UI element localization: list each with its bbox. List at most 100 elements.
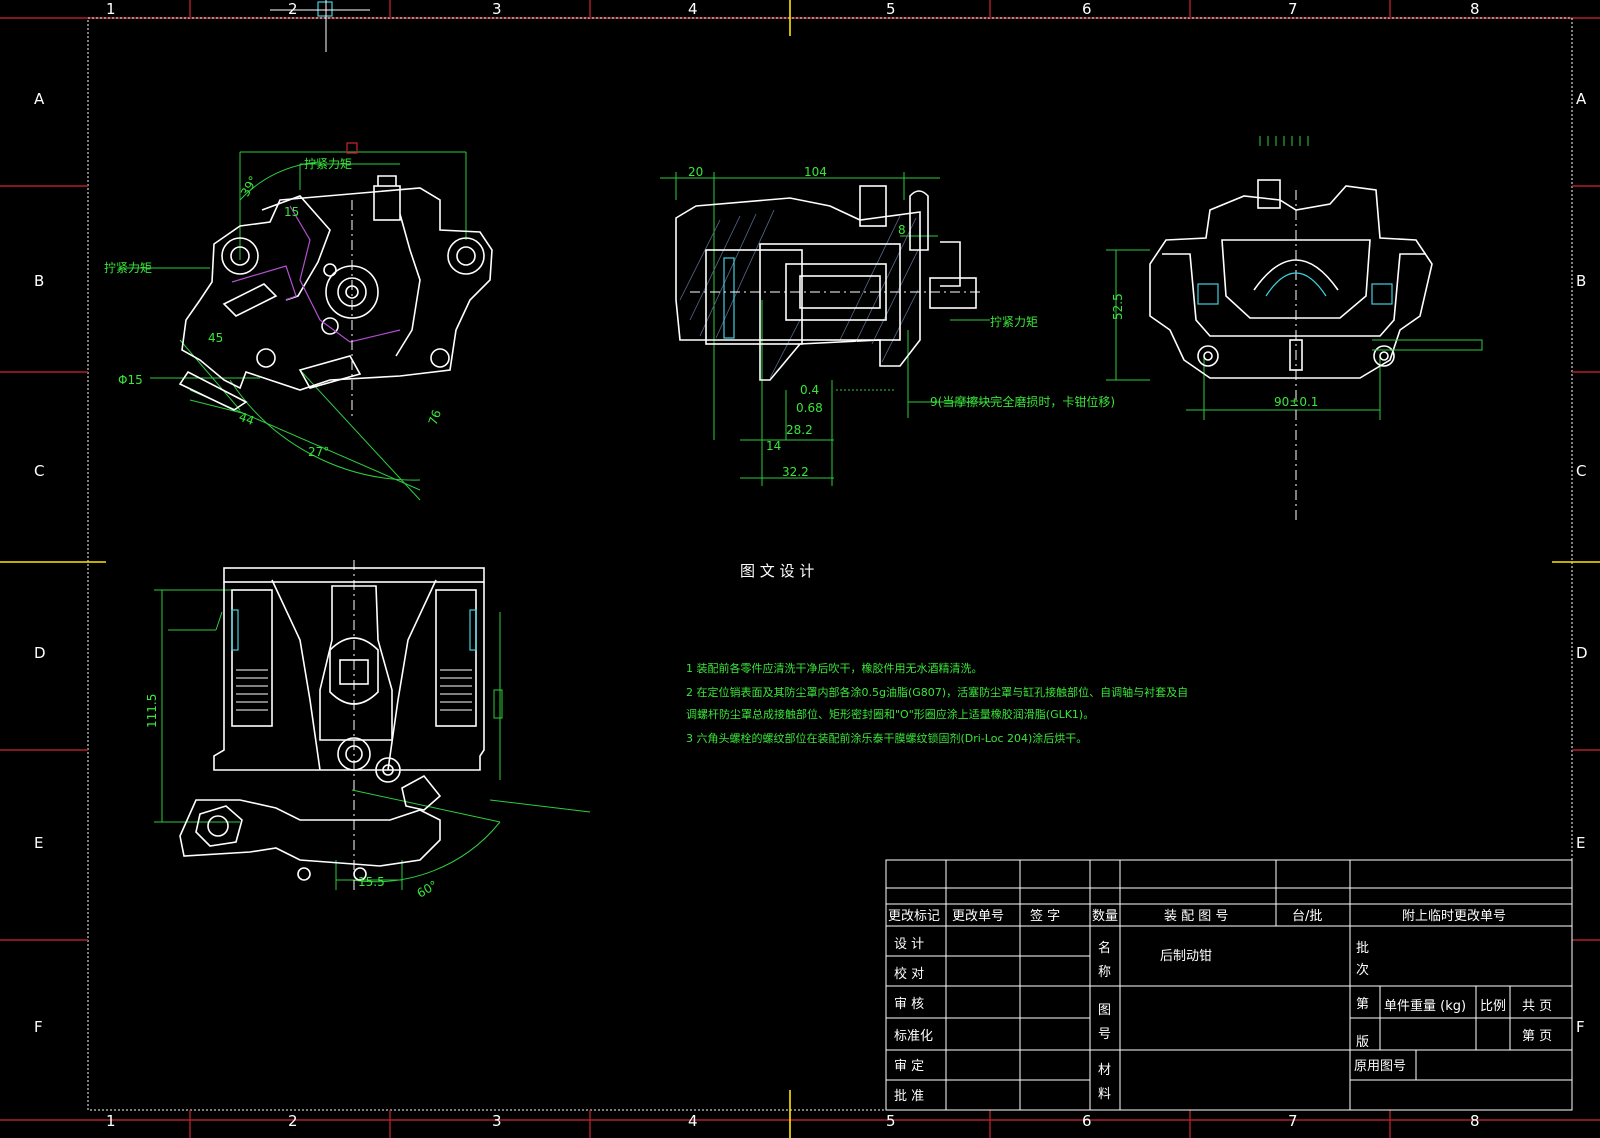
col-label-bottom-1: 1 [106,1112,116,1130]
note-1: 1 装配前各零件应清洗干净后吹干，橡胶件用无水酒精清洗。 [686,661,983,675]
row-label-right-a: A [1576,90,1587,108]
alignment-marker [270,0,370,52]
col-label-top-5: 5 [886,0,896,18]
row-label-left-e: E [34,834,43,852]
tb-part-name: 后制动钳 [1160,949,1212,964]
view-a-caliper-side [120,142,493,501]
dim-15-5: 15.5 [358,875,385,889]
view-c-labels: 52.5 90±0.1 [1111,293,1318,409]
col-label-bottom-5: 5 [886,1112,896,1130]
tb-edition-label: 第 [1356,997,1369,1012]
tb-total-pages: 共 页 [1522,999,1552,1014]
dim-0-68: 0.68 [796,401,823,415]
tb-standardization: 标准化 [894,1029,933,1044]
dim-44: 44 [237,410,256,428]
watermark-title: 图 文 设 计 [740,562,814,580]
tb-edition-label-2: 版 [1356,1035,1369,1050]
row-label-left-b: B [34,272,44,290]
grid-labels: 1 2 3 4 5 6 7 8 1 2 3 4 5 6 7 8 A B C D … [34,0,1588,1130]
tb-approve: 批 准 [894,1089,924,1104]
dim-15: 15 [284,205,299,219]
springs [236,669,472,711]
tb-material-label-2: 料 [1098,1087,1111,1102]
tb-page: 第 页 [1522,1029,1552,1044]
col-label-top-7: 7 [1288,0,1298,18]
tb-header-signature: 签 字 [1030,908,1060,924]
col-label-top-6: 6 [1082,0,1092,18]
tb-header-batch: 台/批 [1292,909,1322,924]
col-label-top-2: 2 [288,0,298,18]
tb-name-label: 名 [1098,940,1111,956]
row-label-left-d: D [34,644,46,662]
col-label-bottom-2: 2 [288,1112,298,1130]
tb-review: 审 核 [894,997,924,1012]
col-label-top-1: 1 [106,0,116,18]
view-d-bottom [154,560,591,890]
tb-header-change-no: 更改单号 [952,909,1004,924]
row-label-right-c: C [1576,462,1586,480]
row-label-left-f: F [34,1018,43,1036]
torque-label-a2: 拧紧力矩 [104,261,152,275]
row-label-left-a: A [34,90,45,108]
tb-batch-label-2: 次 [1356,962,1369,978]
tb-drawing-no-label: 图 [1098,1003,1111,1018]
note-3: 3 六角头螺栓的螺纹部位在装配前涂乐泰干膜螺纹锁固剂(Dri-Loc 204)涂… [686,731,1087,745]
tb-header-attached-changes: 附上临时更改单号 [1402,909,1506,924]
view-b-section [660,172,1000,486]
dim-104: 104 [804,165,827,179]
dim-phi15: Φ15 [118,373,143,387]
row-label-right-b: B [1576,272,1586,290]
col-label-top-4: 4 [688,0,698,18]
tb-name-label-2: 称 [1098,965,1111,980]
dim-0-4: 0.4 [800,383,819,397]
row-label-right-e: E [1576,834,1585,852]
tb-header-assembly-no: 装 配 图 号 [1164,909,1228,924]
col-label-bottom-6: 6 [1082,1112,1092,1130]
tb-batch-label: 批 [1356,941,1369,956]
caliper-displacement-note: 9(当摩擦块完全磨损时，卡钳位移) [930,394,1115,409]
dim-111-5: 111.5 [145,694,159,728]
dim-27deg: 27° [308,445,329,459]
tb-original-drawing-no: 原用图号 [1354,1059,1406,1074]
col-label-bottom-4: 4 [688,1112,698,1130]
tb-header-quantity: 数量 [1092,909,1118,924]
tb-unit-weight: 单件重量 (kg) [1384,998,1466,1014]
dim-28-2: 28.2 [786,423,813,437]
row-label-left-c: C [34,462,44,480]
dim-14: 14 [766,439,781,453]
view-c-front [1106,136,1483,520]
tb-check: 校 对 [894,966,924,982]
col-label-top-3: 3 [492,0,502,18]
title-block [885,859,1573,1111]
col-label-bottom-7: 7 [1288,1112,1298,1130]
dim-8: 8 [898,223,906,237]
row-label-right-d: D [1576,644,1588,662]
row-ticks [0,185,1600,941]
torque-label-b: 拧紧力矩 [990,315,1038,329]
dim-76: 76 [426,408,444,427]
col-label-bottom-3: 3 [492,1112,502,1130]
col-label-top-8: 8 [1470,0,1480,18]
tb-scale: 比例 [1480,999,1506,1014]
tb-header-change-mark: 更改标记 [888,909,940,924]
torque-label-a1: 拧紧力矩 [304,157,352,171]
col-label-bottom-8: 8 [1470,1112,1480,1130]
tb-material-label: 材 [1098,1063,1111,1078]
dim-90-tol: 90±0.1 [1274,395,1318,409]
view-b-labels: 20 104 8 0.4 0.68 28.2 14 32.2 拧紧力矩 9(当摩… [688,165,1115,479]
dim-52-5: 52.5 [1111,293,1125,320]
dim-45: 45 [208,331,223,345]
tb-approve-final: 审 定 [894,1059,924,1074]
view-a-labels: 拧紧力矩 拧紧力矩 39° 45 Φ15 44 27° 76 15 [104,157,444,459]
note-2: 2 在定位销表面及其防尘罩内部各涂0.5g油脂(G807)，活塞防尘罩与缸孔接触… [686,685,1188,699]
dim-20: 20 [688,165,703,179]
note-2-cont: 调螺杆防尘罩总成接触部位、矩形密封圈和"O"形圈应涂上适量橡胶润滑脂(GLK1)… [686,707,1094,721]
title-block-text: 更改标记 更改单号 签 字 数量 装 配 图 号 台/批 附上临时更改单号 设 … [888,908,1552,1104]
technical-notes: 1 装配前各零件应清洗干净后吹干，橡胶件用无水酒精清洗。 2 在定位销表面及其防… [686,661,1188,745]
tb-design: 设 计 [894,937,924,952]
tb-drawing-no-label-2: 号 [1098,1027,1111,1042]
row-label-right-f: F [1576,1018,1585,1036]
